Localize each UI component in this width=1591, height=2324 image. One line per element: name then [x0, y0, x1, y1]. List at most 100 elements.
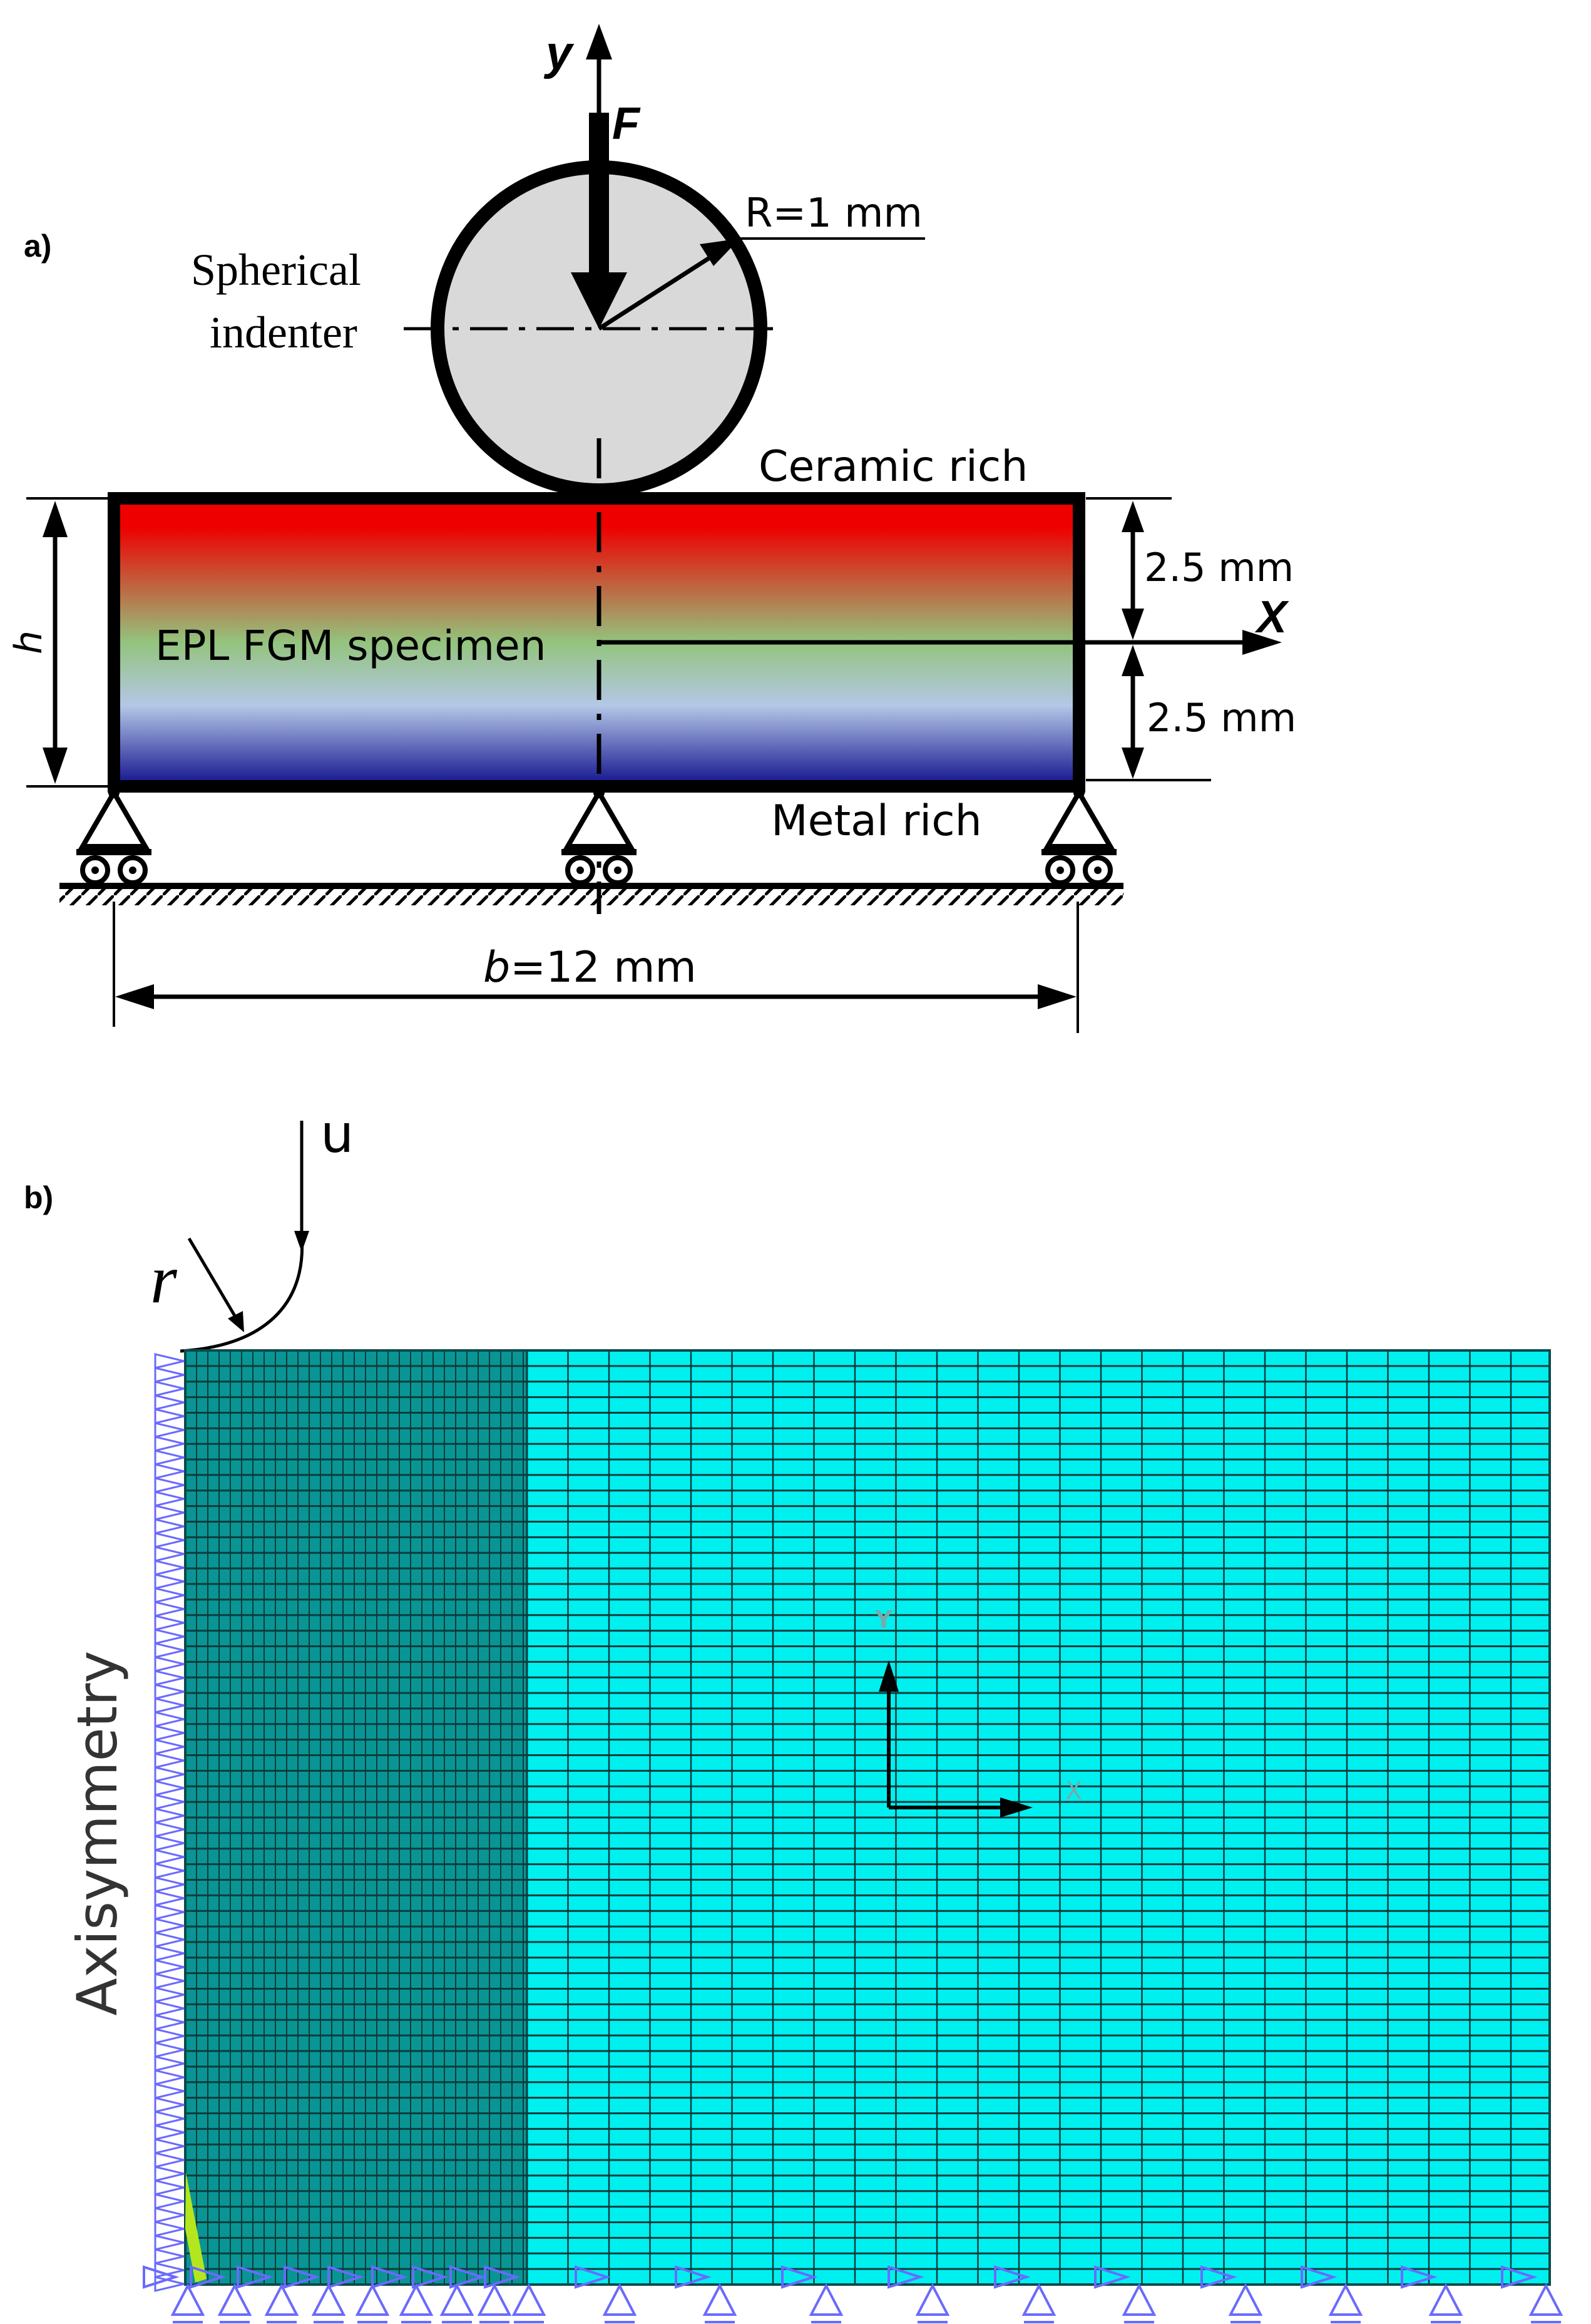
- axisymmetry-constraint-icon: [154, 1752, 185, 1769]
- axisymmetry-constraint-icon: [154, 1987, 185, 2003]
- axisymmetry-constraint-icon: [154, 1367, 185, 1383]
- axisymmetry-constraint-icon: [154, 2166, 185, 2182]
- axisymmetry-constraint-icon: [154, 1835, 185, 1851]
- vertical-constraint-icon: [264, 2283, 299, 2316]
- vertical-constraint-icon: [702, 2283, 737, 2316]
- horizontal-constraint-icon: [190, 2265, 227, 2289]
- metal-rich-label: Metal rich: [771, 796, 982, 846]
- axisymmetry-constraint-icon: [154, 1931, 185, 1948]
- axisymmetry-constraint-icon: [154, 1353, 185, 1369]
- axisymmetry-constraint-icon: [154, 1684, 185, 1700]
- h-arrowhead-bottom: [43, 748, 68, 784]
- horizontal-constraint-icon: [994, 2265, 1031, 2289]
- axisymmetry-constraint-icon: [154, 1973, 185, 1989]
- axisymmetry-constraint-icon: [154, 1656, 185, 1672]
- indenter-label-line2: indenter: [210, 307, 357, 357]
- axisymmetry-constraint-icon: [154, 1560, 185, 1576]
- axisymmetry-constraint-icon: [154, 1711, 185, 1727]
- vertical-constraint-icon: [477, 2283, 512, 2316]
- local-x-label: X: [1065, 1777, 1082, 1806]
- horizontal-constraint-icon: [1094, 2265, 1131, 2289]
- axisymmetry-constraint-icon: [154, 1766, 185, 1782]
- radius-r-arrowhead: [228, 1311, 244, 1332]
- radius-arrow: [598, 244, 729, 331]
- axisymmetry-constraint-icon: [154, 1918, 185, 1934]
- vertical-constraint-icon: [809, 2283, 844, 2316]
- axisymmetry-constraint-icon: [154, 1739, 185, 1755]
- axisymmetry-constraint-icon: [154, 1876, 185, 1893]
- bottom-constraints: [143, 2265, 1563, 2323]
- axisymmetry-constraint-icon: [154, 2138, 185, 2154]
- axisymmetry-constraint-icon: [154, 1546, 185, 1562]
- axisymmetry-constraint-icon: [154, 1807, 185, 1824]
- axisymmetry-constraint-icon: [154, 1504, 185, 1521]
- axisymmetry-constraint-icon: [154, 2248, 185, 2265]
- axisymmetry-constraint-icon: [154, 1573, 185, 1590]
- x-axis-arrowhead: [1242, 630, 1282, 655]
- radius-r-line: [187, 1237, 240, 1322]
- vertical-constraint-icon: [170, 2283, 205, 2316]
- axisymmetry-constraint-icon: [154, 1394, 185, 1411]
- panel-b: b) u r Axisymmetry Y X: [24, 1103, 1563, 2323]
- horizontal-constraint-icon: [888, 2265, 924, 2289]
- axisymmetry-constraint-icon: [154, 1890, 185, 1906]
- vertical-constraint-icon: [1228, 2283, 1263, 2316]
- axisymmetry-constraint-icon: [154, 1849, 185, 1865]
- horizontal-constraint-icon: [575, 2265, 611, 2289]
- axisymmetry-label: Axisymmetry: [65, 1651, 130, 2016]
- displacement-label: u: [320, 1103, 354, 1165]
- axisymmetry-constraint-icon: [154, 2234, 185, 2251]
- dim-top-arrow-down: [1122, 609, 1144, 640]
- vertical-constraint-icon: [439, 2283, 474, 2316]
- axisymmetry-constraint-icon: [154, 1381, 185, 1397]
- mesh-horizontal-lines: [185, 1365, 1550, 2270]
- indenter-label-line1: Spherical: [191, 245, 361, 295]
- axisymmetry-constraint-icon: [154, 2179, 185, 2196]
- horizontal-constraint-icon: [327, 2265, 364, 2289]
- horizontal-constraint-icon: [449, 2265, 486, 2289]
- support-middle: [561, 787, 637, 885]
- axisymmetry-constraint-icon: [154, 1601, 185, 1617]
- axisymmetry-constraint-icon: [154, 2097, 185, 2113]
- support-left: [76, 787, 151, 885]
- axisymmetry-constraint-icon: [154, 2193, 185, 2209]
- horizontal-constraint-icon: [484, 2265, 521, 2289]
- axisymmetry-constraint-icon: [154, 2083, 185, 2099]
- axisymmetry-constraint-icon: [154, 1628, 185, 1645]
- ground-line: [59, 883, 1123, 889]
- force-label: F: [612, 99, 641, 149]
- axisymmetry-constraint-icon: [154, 2014, 185, 2030]
- contact-zone: [185, 2172, 207, 2283]
- local-x-arrowhead: [1000, 1797, 1033, 1818]
- h-label: h: [7, 630, 51, 654]
- dim-bottom-label: 2.5 mm: [1147, 695, 1296, 741]
- axisymmetry-constraint-icon: [154, 1904, 185, 1920]
- fe-mesh: [184, 1349, 1551, 2286]
- mesh-border: [184, 1349, 1551, 2286]
- force-arrowhead: [571, 272, 627, 329]
- indenter-arc: [180, 1236, 304, 1353]
- dim-top-arrow-up: [1122, 501, 1144, 532]
- dim-bottom-arrow-up: [1122, 645, 1144, 676]
- axisymmetry-constraint-icon: [154, 1794, 185, 1810]
- b-value: =12 mm: [510, 943, 697, 992]
- axisymmetry-constraint-icon: [154, 1615, 185, 1631]
- axisymmetry-constraint-icon: [154, 2028, 185, 2044]
- horizontal-constraint-icon: [371, 2265, 408, 2289]
- axisymmetry-constraint-icon: [154, 2152, 185, 2168]
- vertical-constraint-icon: [217, 2283, 252, 2316]
- ceramic-rich-label: Ceramic rich: [759, 442, 1028, 491]
- vertical-constraint-icon: [602, 2283, 637, 2316]
- axisymmetry-constraint-icon: [154, 1697, 185, 1714]
- radius-arrowhead: [700, 239, 740, 266]
- axisymmetry-constraint-icon: [154, 1780, 185, 1796]
- horizontal-constraint-icon: [412, 2265, 449, 2289]
- axisymmetry-constraint-icon: [154, 1436, 185, 1452]
- horizontal-constraint-icon: [1200, 2265, 1237, 2289]
- radius-r-label: r: [150, 1241, 178, 1317]
- axisymmetry-constraint-icon: [154, 1449, 185, 1466]
- axisymmetry-constraint-icon: [154, 2207, 185, 2223]
- vertical-constraint-icon: [1528, 2283, 1563, 2316]
- dim-bottom-arrow-down: [1122, 748, 1144, 779]
